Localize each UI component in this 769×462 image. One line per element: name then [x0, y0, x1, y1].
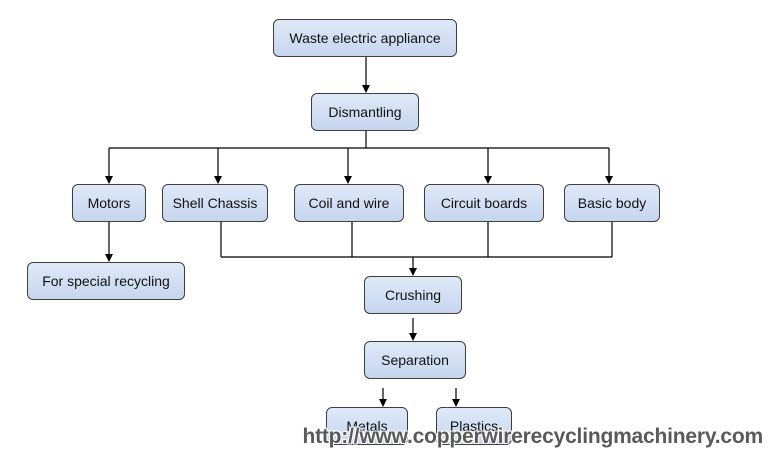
- node-label: Plastics: [449, 418, 499, 434]
- node-separation: Separation: [364, 341, 466, 379]
- node-label: Circuit boards: [440, 195, 528, 211]
- node-label: Metals: [346, 418, 388, 434]
- node-label: Waste electric appliance: [289, 30, 441, 46]
- node-crushing: Crushing: [364, 276, 462, 314]
- node-for-special-recycling: For special recycling: [27, 262, 185, 300]
- node-motors: Motors: [72, 184, 146, 222]
- node-label: For special recycling: [42, 273, 170, 289]
- node-label: Shell Chassis: [172, 195, 258, 211]
- node-metals: Metals: [326, 407, 408, 445]
- node-basic-body: Basic body: [564, 184, 660, 222]
- node-label: Motors: [87, 195, 131, 211]
- node-label: Basic body: [577, 195, 647, 211]
- node-waste-electric-appliance: Waste electric appliance: [273, 19, 457, 57]
- node-shell-chassis: Shell Chassis: [162, 184, 268, 222]
- watermark-url: http://www.copperwirerecyclingmachinery.…: [302, 425, 763, 448]
- node-label: Separation: [381, 352, 449, 368]
- node-circuit-boards: Circuit boards: [424, 184, 544, 222]
- node-coil-and-wire: Coil and wire: [294, 184, 404, 222]
- node-plastics: Plastics: [436, 407, 512, 445]
- node-label: Dismantling: [328, 104, 402, 120]
- node-label: Crushing: [384, 287, 442, 303]
- node-dismantling: Dismantling: [311, 93, 419, 131]
- node-label: Coil and wire: [308, 195, 390, 211]
